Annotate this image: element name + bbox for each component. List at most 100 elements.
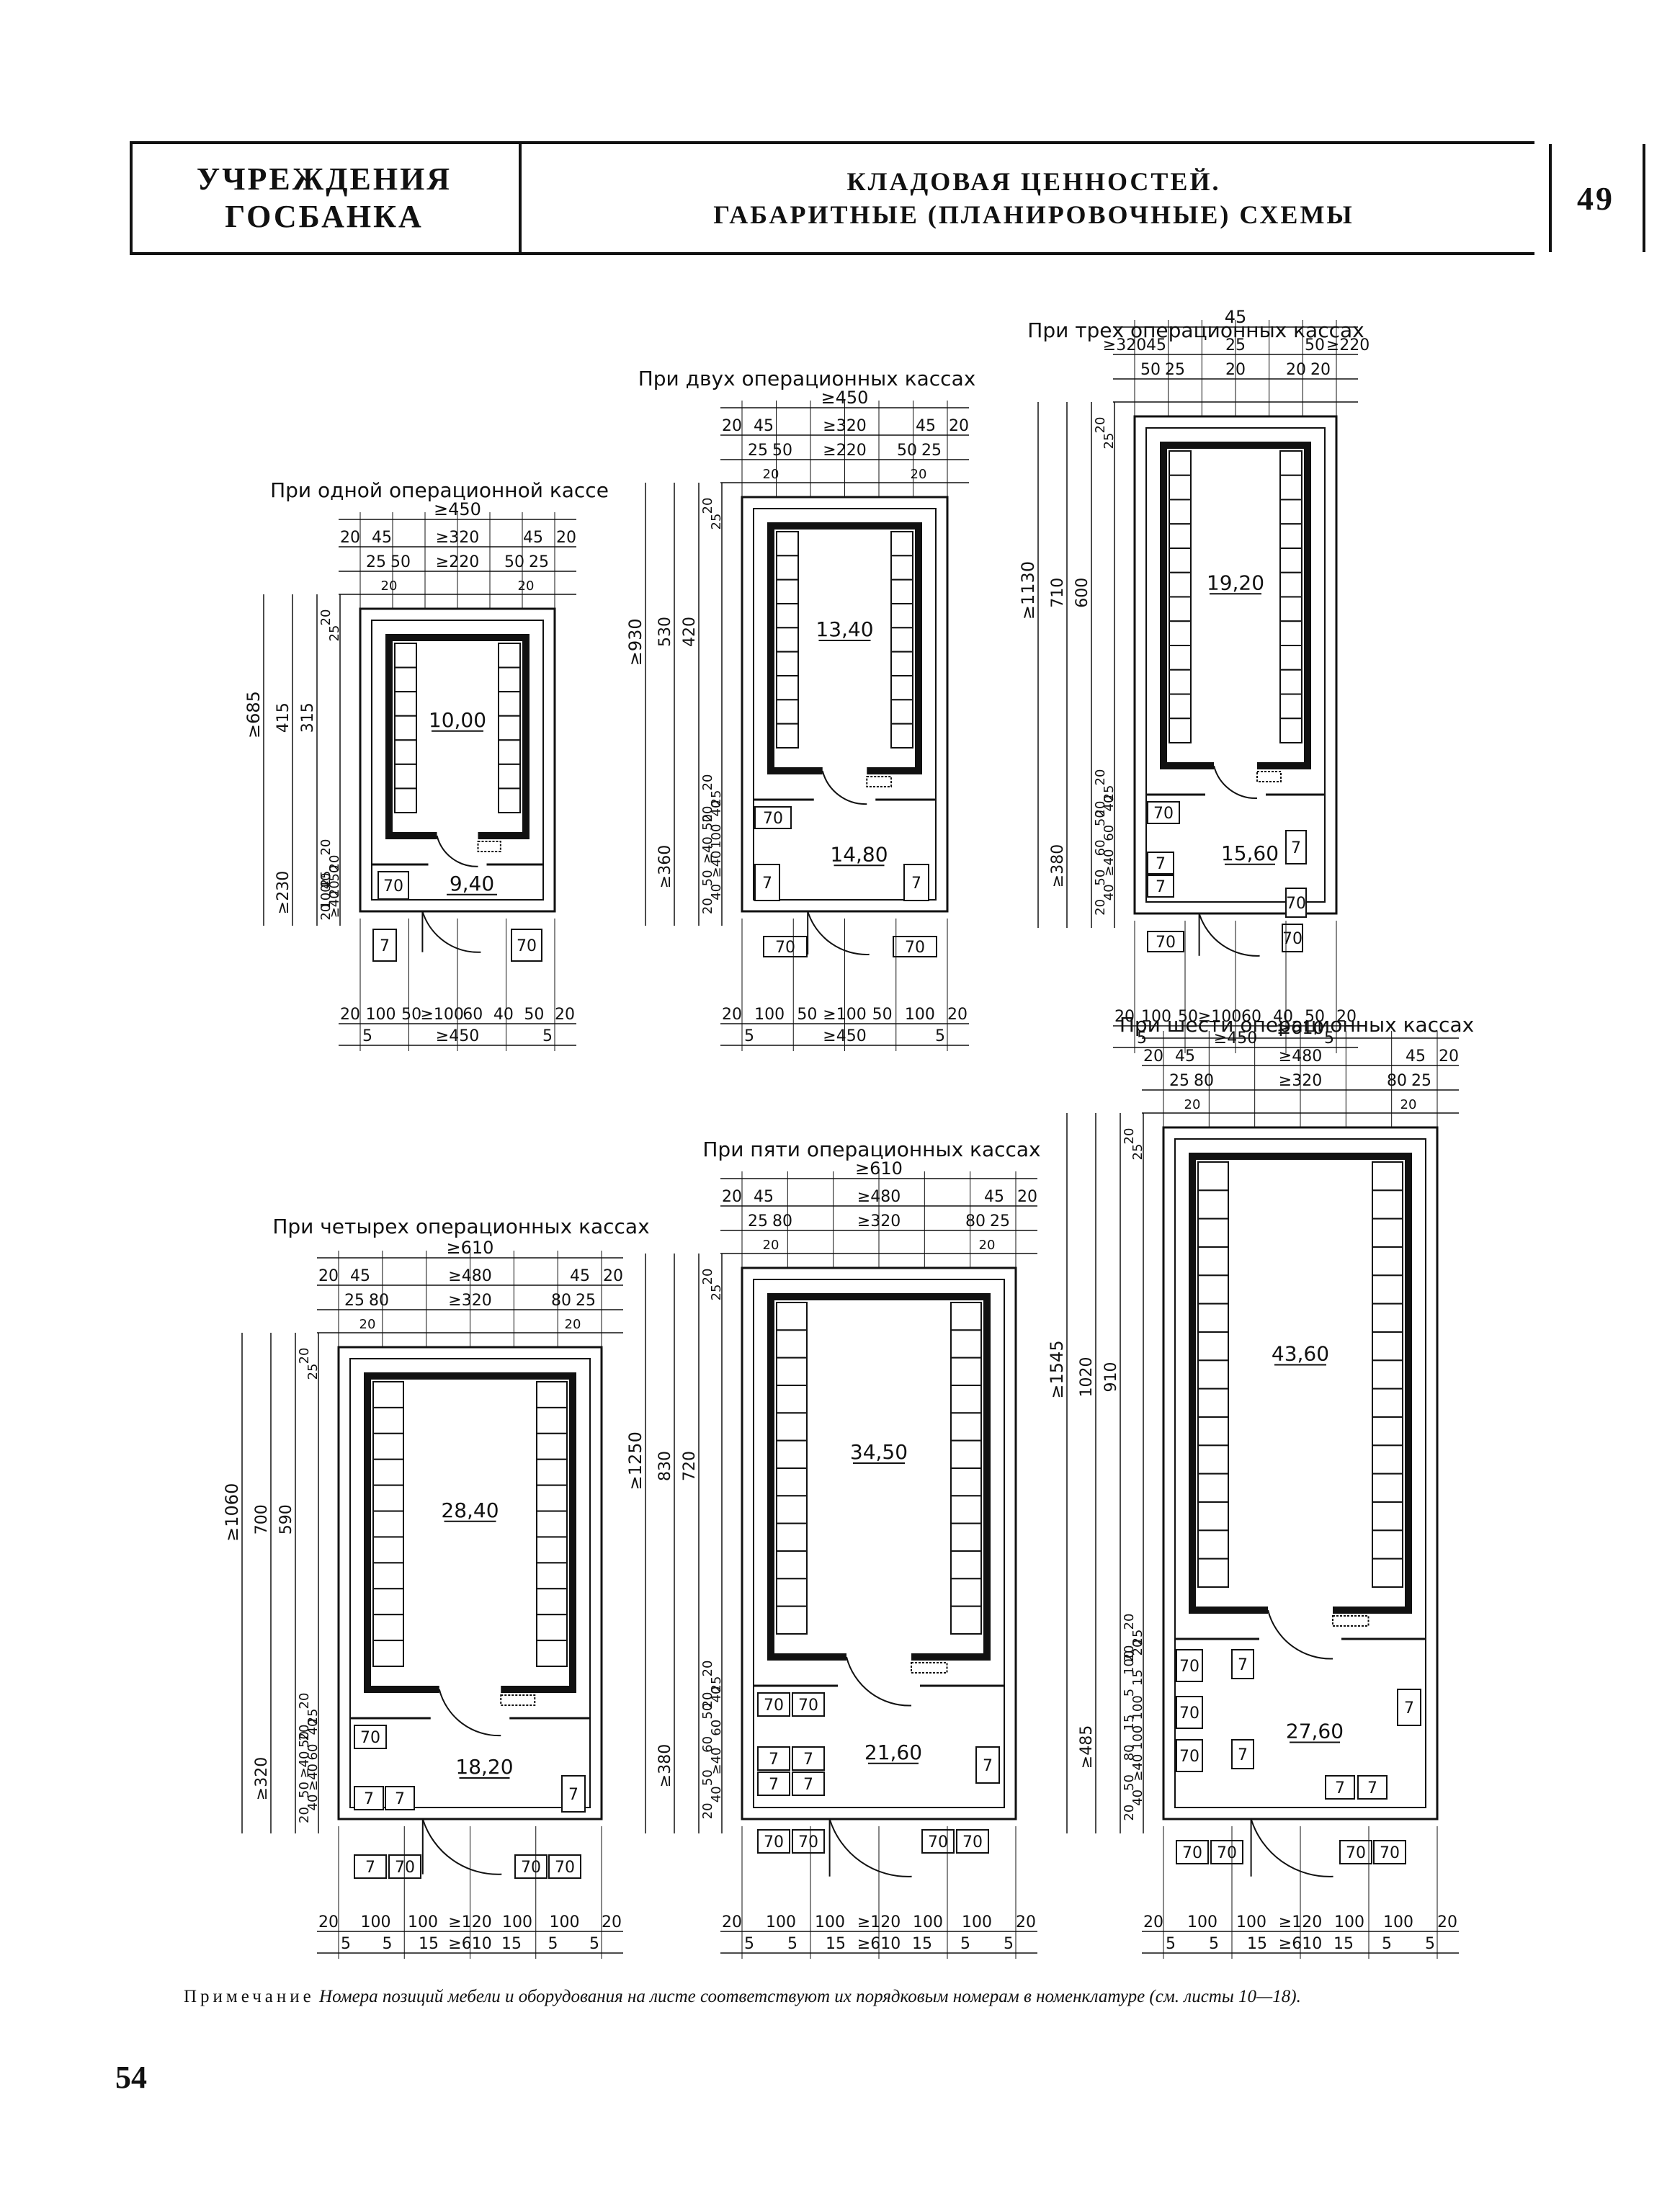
entrance-door-swing xyxy=(828,1818,912,1877)
shelf-cell xyxy=(1372,1529,1403,1560)
furniture-item xyxy=(921,1829,955,1854)
plan-caption: При двух операционных кассах xyxy=(638,367,976,390)
furniture-item xyxy=(1325,1775,1355,1800)
shelf-cell xyxy=(1169,499,1192,525)
furniture-item xyxy=(1373,1840,1406,1864)
shelf-cell xyxy=(1169,645,1192,671)
furniture-item xyxy=(354,1854,387,1879)
dimension-value: 20 xyxy=(700,1692,715,1709)
dimension-value: 20 xyxy=(722,1913,742,1931)
anteroom-area-label: 18,20 xyxy=(455,1755,513,1779)
furniture-item xyxy=(975,1746,1000,1784)
shelf-cell xyxy=(1197,1246,1229,1277)
shelf-cell xyxy=(394,715,417,741)
dimension-value: 100 xyxy=(361,1913,391,1931)
furniture-item xyxy=(792,1829,825,1854)
frame-line xyxy=(130,144,133,252)
dimension-value: 20 xyxy=(1093,899,1108,916)
shelf-cell xyxy=(1197,1217,1229,1248)
furniture-item xyxy=(1231,1739,1254,1769)
dimension-value: 20 xyxy=(340,529,360,547)
dimension-value: 20 xyxy=(763,1238,779,1253)
dimension-value: 20 xyxy=(700,806,715,823)
shelf-cell xyxy=(1169,596,1192,622)
furniture-number: 70 xyxy=(1346,1844,1366,1862)
door-sill xyxy=(477,841,501,852)
furniture-item xyxy=(1285,830,1307,864)
furniture-number: 70 xyxy=(517,937,537,955)
furniture-number: 70 xyxy=(395,1859,415,1877)
dimension-value: 20 xyxy=(1122,1645,1137,1662)
dimension-value: 15 xyxy=(1130,1669,1145,1686)
shelf-cell xyxy=(536,1458,568,1486)
shelf-cell xyxy=(1372,1444,1403,1475)
dimension-value: 45 xyxy=(984,1188,1004,1206)
shelf-cell xyxy=(1279,571,1303,598)
shelf-cell xyxy=(372,1614,404,1642)
dimension-value: 80 xyxy=(1122,1744,1137,1761)
dimension-value: 20 xyxy=(297,1725,312,1741)
dimension-value: 100 xyxy=(1334,1913,1364,1931)
door-sill xyxy=(1332,1615,1370,1627)
dimension-value: 40 xyxy=(709,800,724,817)
shelf-cell xyxy=(372,1406,404,1434)
dimension-value: 100 xyxy=(1130,1725,1145,1750)
dimension-value: 20 xyxy=(1130,1640,1145,1656)
shelf-cell xyxy=(1372,1246,1403,1277)
furniture-number: 7 xyxy=(762,875,772,893)
dimension-value: 530 xyxy=(656,617,674,647)
dimension-value: 25 xyxy=(305,1709,321,1725)
furniture-number: 7 xyxy=(1335,1779,1345,1797)
shelf-cell xyxy=(776,1302,808,1331)
dimension-value: 20 xyxy=(1016,1913,1036,1931)
dimension-value: 15 xyxy=(501,1935,522,1953)
shelf-cell xyxy=(1197,1388,1229,1418)
dimension-value: 20 xyxy=(1336,1008,1357,1026)
dimension-value: 5 xyxy=(383,1935,393,1953)
shelf-cell xyxy=(1279,645,1303,671)
shelf-cell xyxy=(1372,1302,1403,1333)
dimension-value: 50 xyxy=(872,1006,893,1024)
dimension-value: 20 xyxy=(722,417,742,435)
dimension-value: 25 xyxy=(576,1292,596,1310)
shelf-cell xyxy=(1372,1274,1403,1305)
shelf-cell xyxy=(890,699,913,725)
furniture-item xyxy=(385,1786,415,1810)
furniture-item xyxy=(792,1692,825,1717)
entrance-door-swing xyxy=(421,1818,502,1875)
shelf-cell xyxy=(890,675,913,701)
dimension-value: ≥100 xyxy=(420,1006,463,1024)
furniture-number: 7 xyxy=(911,875,921,893)
dimension-value: 100 xyxy=(1130,1695,1145,1720)
dimension-value: 25 xyxy=(990,1212,1010,1230)
furniture-item xyxy=(1147,852,1174,875)
dimension-value: 25 xyxy=(366,553,386,571)
dimension-value: 100 xyxy=(962,1913,992,1931)
shelf-cell xyxy=(1169,474,1192,501)
shelf-cell xyxy=(950,1522,982,1552)
shelf-cell xyxy=(372,1562,404,1590)
dimension-value: 5 xyxy=(1425,1935,1435,1953)
dimension-value: 700 xyxy=(253,1504,271,1534)
dimension-value: 20 xyxy=(700,498,715,514)
plan-5: При пяти операционных кассах34,5021,6070… xyxy=(625,1138,1041,1959)
door-sill xyxy=(1256,771,1282,782)
shelf-cell xyxy=(1169,718,1192,743)
dimension-value: 25 xyxy=(1169,1072,1189,1090)
plan-caption: При пяти операционных кассах xyxy=(702,1138,1040,1161)
dimension-value: ≥40 xyxy=(1102,849,1117,877)
shelf-cell xyxy=(1197,1444,1229,1475)
door-sill xyxy=(911,1662,948,1674)
dimension-value: 5 xyxy=(935,1027,945,1045)
plan-3: При трех операционных кассах19,2015,6070… xyxy=(1018,307,1370,1053)
furniture-number: 7 xyxy=(983,1757,993,1775)
dimension-value: ≥40 xyxy=(709,1748,724,1775)
dimension-value: 100 xyxy=(366,1006,396,1024)
vault-area-label: 13,40 xyxy=(816,617,873,641)
dimension-value: 20 xyxy=(1143,1913,1163,1931)
dimension-value: 50 xyxy=(700,1703,715,1720)
